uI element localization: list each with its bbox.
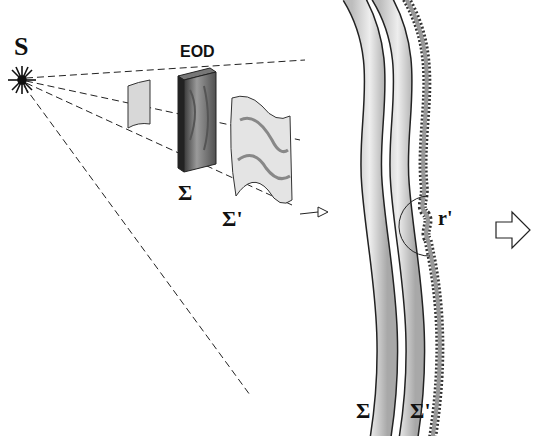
- radius-label: r': [436, 208, 454, 228]
- wavefront-label: Σ: [178, 182, 192, 204]
- device-label: EOD: [180, 44, 215, 60]
- wavefront-bands: [352, 0, 440, 436]
- radius-circle: [399, 196, 430, 256]
- wavefront-label: Σ': [222, 208, 243, 230]
- wavefront-label: Σ': [410, 400, 431, 422]
- distorted-wavefront: [231, 96, 292, 203]
- outline-arrow: [496, 212, 530, 248]
- source-label: S: [14, 34, 28, 60]
- wavefront-label: Σ: [356, 400, 370, 422]
- source-star: [8, 66, 36, 94]
- ray-lines: [24, 60, 305, 395]
- incident-wavefront: [128, 80, 150, 128]
- eod-block: [178, 68, 216, 172]
- small-arrow: [300, 207, 328, 217]
